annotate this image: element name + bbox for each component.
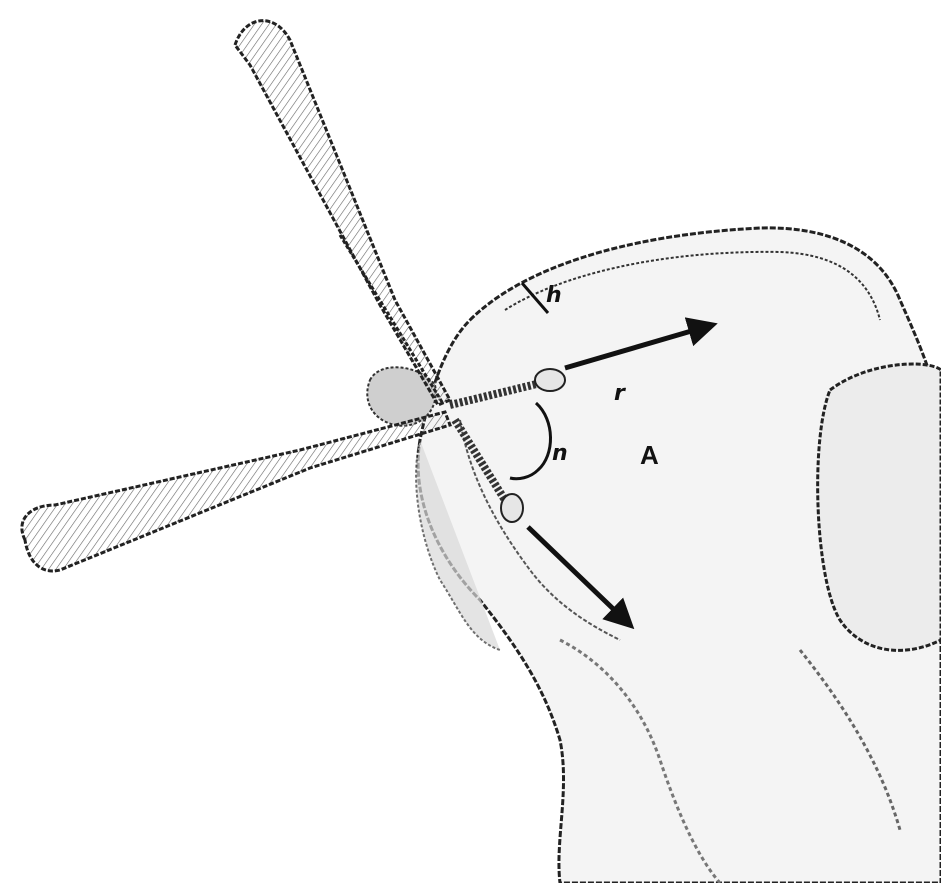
label-r: r bbox=[614, 381, 626, 406]
lower-instrument bbox=[22, 412, 450, 571]
label-a: A bbox=[640, 440, 659, 470]
label-n: n bbox=[552, 441, 568, 466]
upper-instrument bbox=[235, 21, 450, 405]
bone-structure bbox=[367, 228, 941, 883]
label-h: h bbox=[546, 283, 562, 308]
